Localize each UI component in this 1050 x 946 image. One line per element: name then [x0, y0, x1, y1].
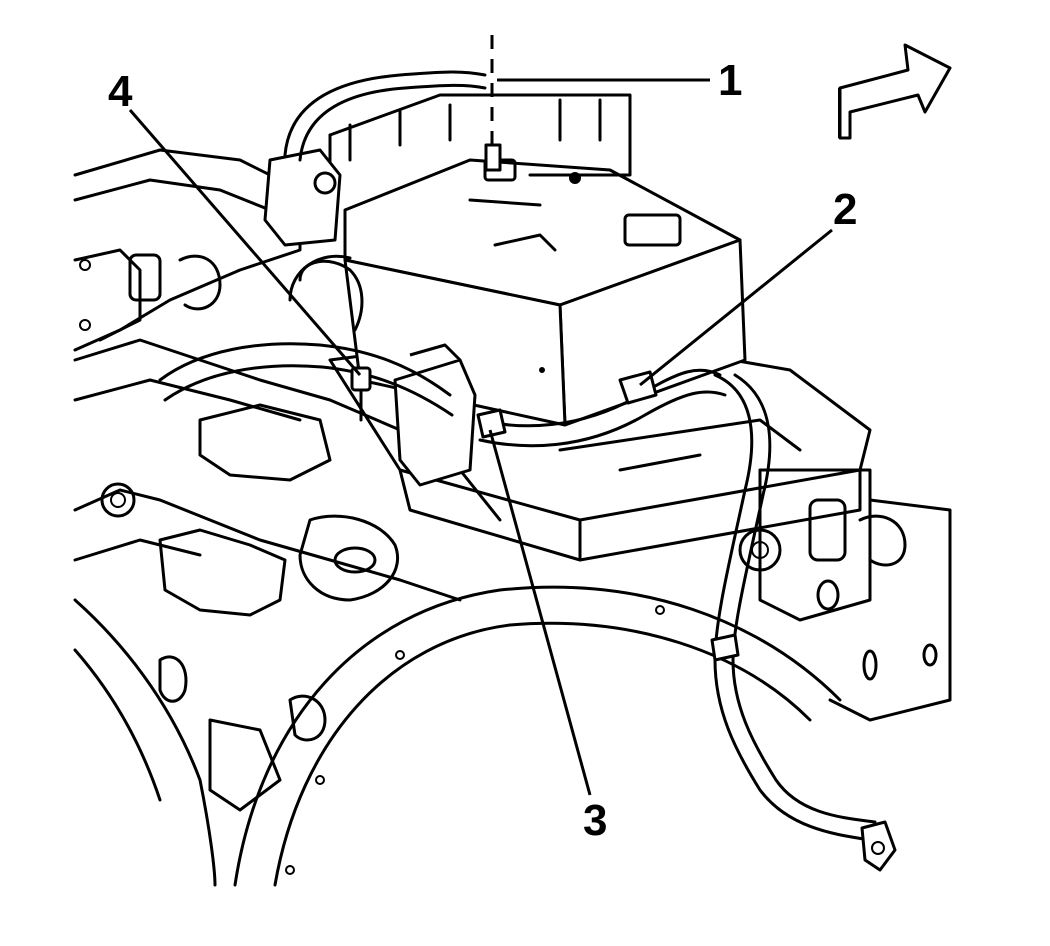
callout-leaders	[128, 78, 833, 796]
battery	[343, 158, 747, 487]
fastener-bolt	[350, 366, 372, 422]
terminal-bolt	[484, 35, 502, 172]
callout-3: 3	[583, 796, 607, 845]
rear-bracket	[263, 93, 632, 247]
forward-arrow-icon	[838, 43, 952, 140]
callout-4: 4	[108, 67, 133, 116]
callout-1: 1	[718, 56, 742, 105]
body-structure	[73, 148, 952, 887]
callout-2: 2	[833, 185, 857, 234]
callout-labels: 1 2 3 4	[108, 56, 857, 845]
battery-cables	[158, 70, 897, 872]
